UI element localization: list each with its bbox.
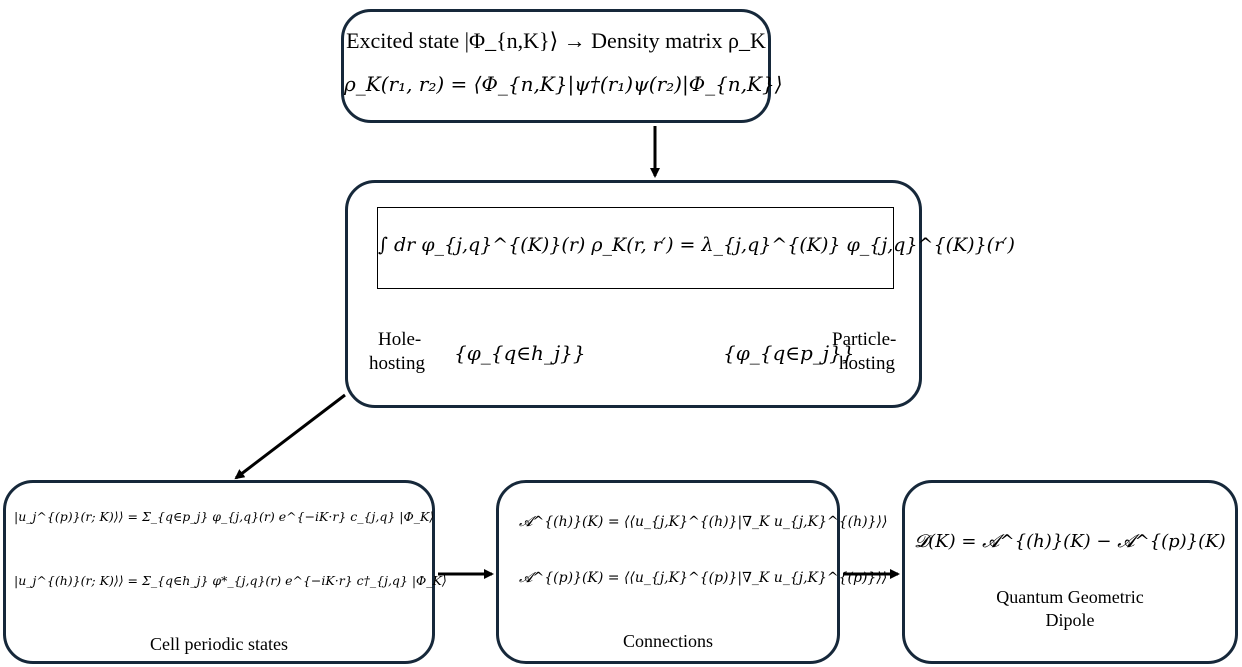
arrow-middle-to-cell <box>234 393 346 480</box>
dipole-equation: 𝓓(K) = 𝓐^{(h)}(K) − 𝓐^{(p)}(K) <box>914 531 1226 552</box>
quantum-geometric-dipole-box: 𝓓(K) = 𝓐^{(h)}(K) − 𝓐^{(p)}(K) Quantum G… <box>902 480 1238 664</box>
cell-periodic-states-caption: Cell periodic states <box>150 634 288 654</box>
particle-connection-equation: 𝓐^{(p)}(K) = ⟨⟨u_{j,K}^{(p)}|∇_K u_{j,K}… <box>519 570 888 586</box>
density-matrix-title: Excited state |Φ_{n,K}⟩ → Density matrix… <box>346 28 766 53</box>
particle-hosting-label-line1: Particle- <box>832 329 897 350</box>
hole-set: {φ_{q∈h_j}} <box>454 341 586 365</box>
connections-box: 𝓐^{(h)}(K) = ⟨⟨u_{j,K}^{(h)}|∇_K u_{j,K}… <box>496 480 887 664</box>
eigen-decomposition-box: ∫ dr φ_{j,q}^{(K)}(r) ρ_K(r, r′) = λ_{j,… <box>345 180 1015 408</box>
dipole-caption-line2: Dipole <box>1045 610 1095 630</box>
hole-state-equation: |u_j^{(h)}(r; K)⟩⟩ = Σ_{q∈h_j} φ*_{j,q}(… <box>14 573 447 588</box>
particle-set: {φ_{q∈p_j}} <box>723 341 855 365</box>
dipole-caption-line1: Quantum Geometric <box>996 587 1144 607</box>
density-matrix-equation: ρ_K(r₁, r₂) = ⟨Φ_{n,K}|ψ†(r₁)ψ(r₂)|Φ_{n,… <box>344 72 783 96</box>
eigen-equation-frame: ∫ dr φ_{j,q}^{(K)}(r) ρ_K(r, r′) = λ_{j,… <box>377 207 1015 289</box>
hole-hosting-label-line1: Hole- <box>378 329 422 350</box>
particle-hosting-label-line2: hosting <box>839 353 895 374</box>
eigen-equation: ∫ dr φ_{j,q}^{(K)}(r) ρ_K(r, r′) = λ_{j,… <box>378 234 1015 256</box>
hole-connection-equation: 𝓐^{(h)}(K) = ⟨⟨u_{j,K}^{(h)}|∇_K u_{j,K}… <box>519 514 888 530</box>
connections-caption: Connections <box>623 631 713 651</box>
hole-hosting-label-line2: hosting <box>369 353 425 374</box>
cell-periodic-states-box: |u_j^{(p)}(r; K)⟩⟩ = Σ_{q∈p_j} φ_{j,q}(r… <box>3 480 447 664</box>
excited-state-box: Excited state |Φ_{n,K}⟩ → Density matrix… <box>341 9 783 123</box>
particle-state-equation: |u_j^{(p)}(r; K)⟩⟩ = Σ_{q∈p_j} φ_{j,q}(r… <box>14 509 435 524</box>
